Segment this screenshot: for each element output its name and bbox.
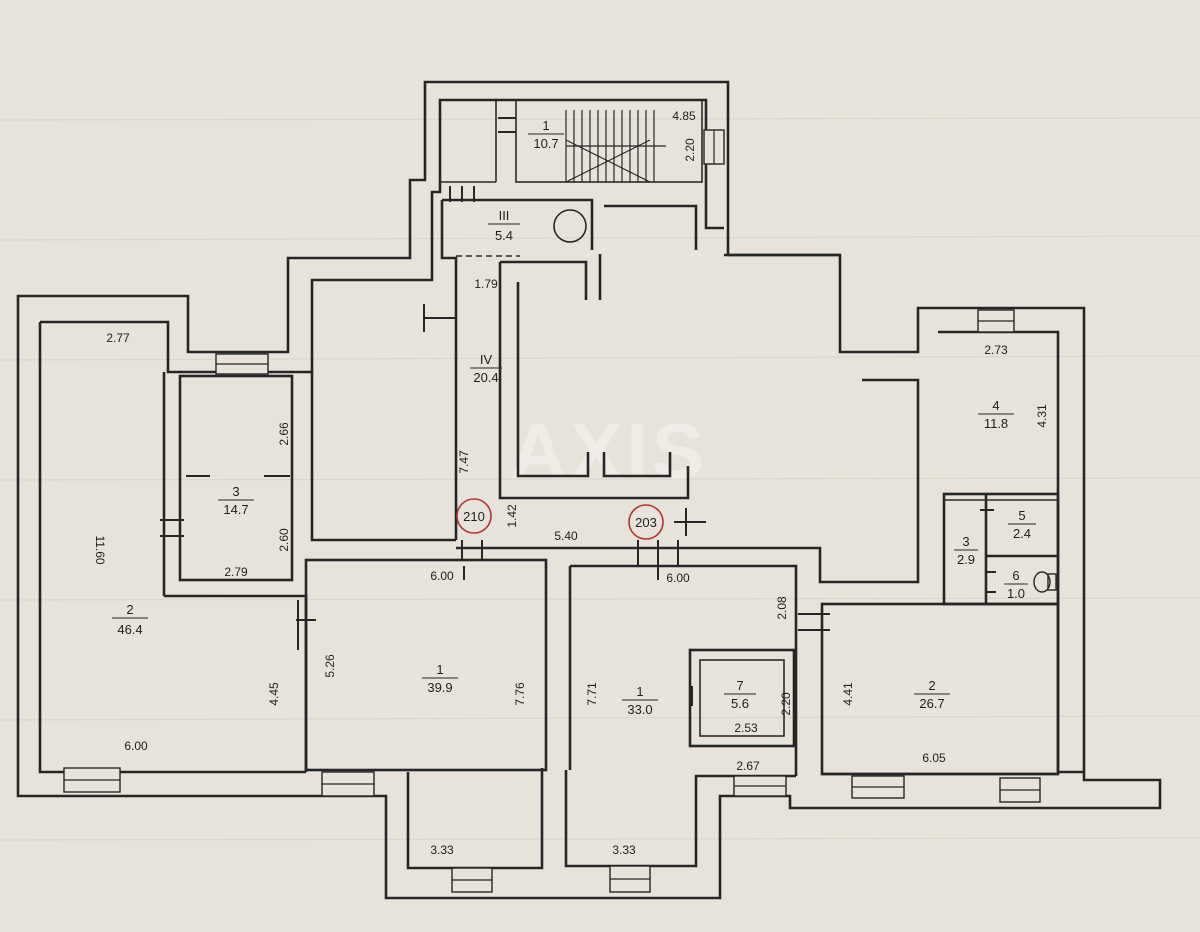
dim-label: 2.66 bbox=[277, 422, 291, 446]
room-number: III bbox=[499, 208, 510, 223]
room-203-6: 6 1.0 bbox=[1004, 568, 1028, 601]
room-210-3: 3 14.7 bbox=[218, 484, 254, 517]
dim-label: 6.00 bbox=[124, 739, 148, 753]
windows bbox=[63, 129, 1041, 893]
room-IV: IV 20.4 bbox=[470, 352, 502, 385]
room-area: 2.4 bbox=[1013, 526, 1031, 541]
room-area: 1.0 bbox=[1007, 586, 1025, 601]
room-203-5: 5 2.4 bbox=[1008, 508, 1036, 541]
room-number: 7 bbox=[736, 678, 743, 693]
room-203-4: 4 11.8 bbox=[978, 398, 1014, 431]
apt-210-label: 210 bbox=[463, 509, 485, 524]
room-area: 10.7 bbox=[533, 136, 558, 151]
room-number: 3 bbox=[962, 534, 969, 549]
room-number: 1 bbox=[636, 684, 643, 699]
room-number: 4 bbox=[992, 398, 999, 413]
room-number: 1 bbox=[436, 662, 443, 677]
dim-label: 2.67 bbox=[736, 759, 760, 773]
window bbox=[999, 777, 1041, 803]
dim-label: 1.79 bbox=[474, 277, 498, 291]
staircase bbox=[565, 110, 666, 183]
dim-label: 3.33 bbox=[612, 843, 636, 857]
window bbox=[215, 353, 269, 375]
room-number: 2 bbox=[928, 678, 935, 693]
window bbox=[733, 775, 787, 797]
room-210-2: 2 46.4 bbox=[112, 602, 148, 637]
room-203-1: 1 33.0 bbox=[622, 684, 658, 717]
dim-label: 4.41 bbox=[841, 682, 855, 706]
dim-label: 1.42 bbox=[505, 504, 519, 528]
apt-203-label: 203 bbox=[635, 515, 657, 530]
dimension-labels: 2.77 6.00 2.79 1.79 5.40 6.00 3.33 6.00 … bbox=[106, 109, 1008, 857]
dim-label: 5.40 bbox=[554, 529, 578, 543]
dim-label: 4.31 bbox=[1035, 404, 1049, 428]
room-203-2: 2 26.7 bbox=[914, 678, 950, 711]
door-marks bbox=[160, 117, 996, 706]
dim-label: 7.71 bbox=[585, 682, 599, 706]
dim-label: 2.08 bbox=[775, 596, 789, 620]
room-area: 20.4 bbox=[473, 370, 498, 385]
dimension-labels-vertical: 11.60 2.66 2.60 4.45 7.47 1.42 5.26 7.76… bbox=[93, 138, 1049, 716]
window bbox=[451, 867, 493, 893]
dim-label: 6.00 bbox=[430, 569, 454, 583]
window bbox=[63, 767, 121, 793]
round-fixture-icon bbox=[553, 209, 587, 243]
window bbox=[609, 865, 651, 893]
room-number: 3 bbox=[232, 484, 239, 499]
dim-label: 2.73 bbox=[984, 343, 1008, 357]
room-area: 14.7 bbox=[223, 502, 248, 517]
dim-label: 6.00 bbox=[666, 571, 690, 585]
room-area: 5.4 bbox=[495, 228, 513, 243]
room-III: III 5.4 bbox=[488, 208, 520, 243]
dim-label: 2.53 bbox=[734, 721, 758, 735]
window bbox=[977, 309, 1015, 333]
room-210-1: 1 39.9 bbox=[422, 662, 458, 695]
dim-label: 2.60 bbox=[277, 528, 291, 552]
dim-label: 7.76 bbox=[513, 682, 527, 706]
room-area: 11.8 bbox=[984, 416, 1008, 431]
dim-label: 5.26 bbox=[323, 654, 337, 678]
dim-label: 2.79 bbox=[224, 565, 248, 579]
room-area: 2.9 bbox=[957, 552, 975, 567]
room-stair: 1 10.7 bbox=[528, 118, 564, 151]
paper-grid bbox=[0, 117, 1200, 841]
dim-label: 3.33 bbox=[430, 843, 454, 857]
dim-label: 6.05 bbox=[922, 751, 946, 765]
room-area: 26.7 bbox=[919, 696, 944, 711]
window bbox=[703, 129, 725, 165]
window bbox=[321, 771, 375, 797]
room-area: 5.6 bbox=[731, 696, 749, 711]
room-number: 1 bbox=[542, 118, 549, 133]
dim-label: 4.45 bbox=[267, 682, 281, 706]
room-area: 33.0 bbox=[627, 702, 652, 717]
apt-203-circle bbox=[628, 504, 664, 540]
room-area: 46.4 bbox=[117, 622, 142, 637]
interior-walls bbox=[162, 99, 1060, 776]
room-203-7: 7 5.6 bbox=[724, 678, 756, 711]
dim-label: 2.20 bbox=[683, 138, 697, 162]
dim-label: 4.85 bbox=[672, 109, 696, 123]
dim-label: 2.77 bbox=[106, 331, 130, 345]
room-number: 2 bbox=[126, 602, 133, 617]
dim-label: 2.20 bbox=[779, 692, 793, 716]
room-number: 5 bbox=[1018, 508, 1025, 523]
room-number: 6 bbox=[1012, 568, 1019, 583]
dim-label: 11.60 bbox=[93, 535, 107, 564]
window bbox=[851, 775, 905, 799]
room-number: IV bbox=[480, 352, 493, 367]
room-area: 39.9 bbox=[427, 680, 452, 695]
toilet-icon bbox=[1033, 571, 1057, 593]
dim-label: 7.47 bbox=[457, 450, 471, 474]
room-203-3: 3 2.9 bbox=[954, 534, 978, 567]
watermark: AXIS bbox=[510, 407, 708, 495]
apt-210-circle bbox=[456, 498, 492, 534]
